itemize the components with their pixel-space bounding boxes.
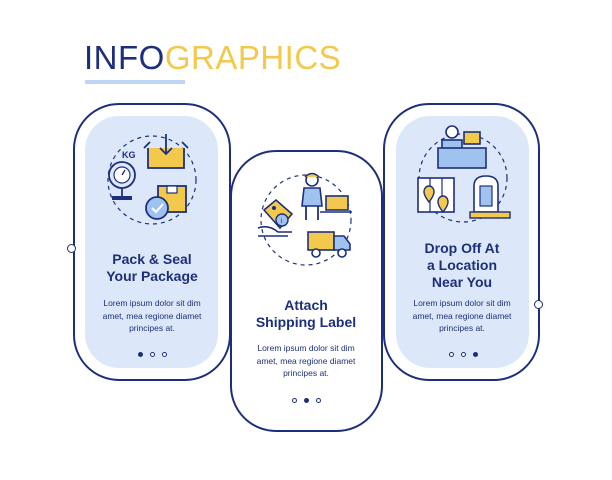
step-1-desc-line2: amet, mea regione diamet xyxy=(102,310,202,321)
step-3-title-line2: a Location xyxy=(426,257,497,273)
step-3-pagination xyxy=(449,352,478,357)
title-underline xyxy=(85,80,185,84)
step-1-title-line2: Your Package xyxy=(106,268,198,284)
pagination-dot xyxy=(473,352,478,357)
pagination-dot xyxy=(316,398,321,403)
step-2-title-line1: Attach xyxy=(284,297,328,313)
step-2-description: Lorem ipsum dolor sit dim amet, mea regi… xyxy=(231,342,381,380)
step-2-pagination xyxy=(292,398,321,403)
step-2-desc-line3: principes at. xyxy=(283,368,329,378)
step-1-connector xyxy=(67,244,76,253)
pagination-dot xyxy=(292,398,297,403)
step-3-connector xyxy=(534,300,543,309)
step-3-desc-line2: amet, mea regione diamet xyxy=(412,310,512,321)
step-1-pagination xyxy=(138,352,167,357)
pagination-dot xyxy=(150,352,155,357)
pagination-dot xyxy=(461,352,466,357)
map-pickup-point-icon xyxy=(417,125,511,223)
step-3-title: Drop Off At a Location Near You xyxy=(387,240,537,291)
label-courier-truck-icon: i xyxy=(257,172,352,266)
step-2-title-line2: Shipping Label xyxy=(255,314,357,330)
step-1-desc-line1: Lorem ipsum dolor sit dim xyxy=(103,298,201,308)
step-2-desc-line2: amet, mea regione diamet xyxy=(256,355,356,366)
step-3-frame xyxy=(383,103,540,381)
title-part-info: INFO xyxy=(84,39,165,76)
kg-label: KG xyxy=(122,150,136,160)
title-part-graphics: GRAPHICS xyxy=(164,39,342,76)
infographic-title: INFOGRAPHICS xyxy=(84,38,341,78)
step-3-title-line3: Near You xyxy=(431,274,493,290)
step-3-desc-line1: Lorem ipsum dolor sit dim xyxy=(413,298,511,308)
pagination-dot xyxy=(138,352,143,357)
svg-text:i: i xyxy=(281,218,283,225)
pagination-dot xyxy=(449,352,454,357)
step-1-title: Pack & Seal Your Package xyxy=(77,251,227,285)
step-3-description: Lorem ipsum dolor sit dim amet, mea regi… xyxy=(387,297,537,335)
step-3-title-line1: Drop Off At xyxy=(424,240,500,256)
scale-box-check-icon: KG xyxy=(107,134,197,225)
step-3-desc-line3: principes at. xyxy=(439,323,485,333)
step-1-desc-line3: principes at. xyxy=(129,323,175,333)
step-1-title-line1: Pack & Seal xyxy=(112,251,192,267)
pagination-dot xyxy=(304,398,309,403)
step-2-title: Attach Shipping Label xyxy=(231,297,381,331)
step-2-desc-line1: Lorem ipsum dolor sit dim xyxy=(257,343,355,353)
step-2-frame xyxy=(230,150,383,432)
pagination-dot xyxy=(162,352,167,357)
step-1-description: Lorem ipsum dolor sit dim amet, mea regi… xyxy=(77,297,227,335)
